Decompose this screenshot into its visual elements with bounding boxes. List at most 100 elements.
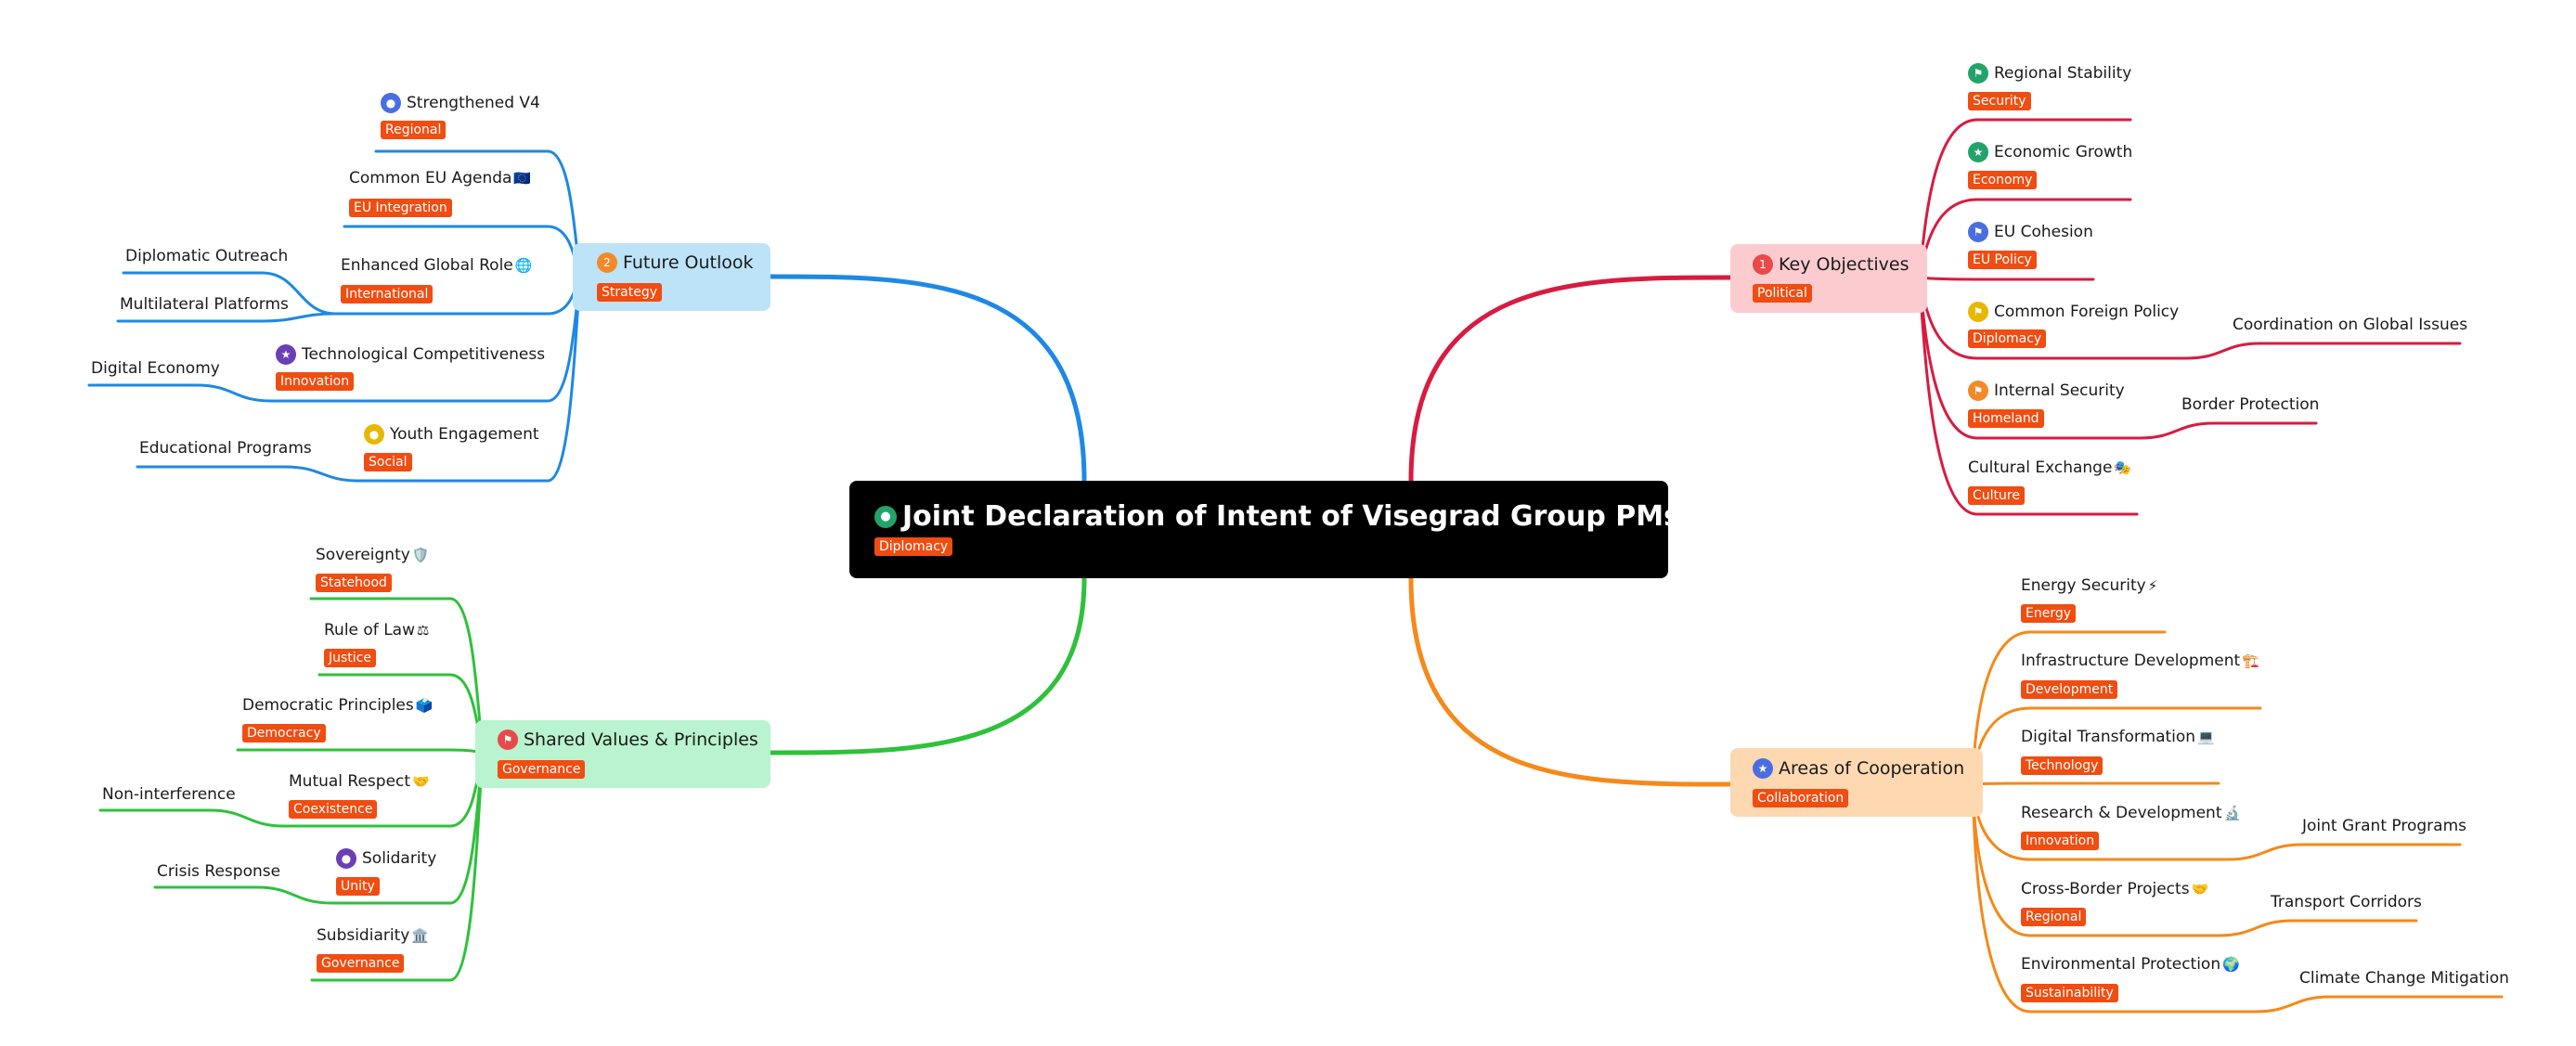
- objectives-child-2[interactable]: ⚑EU Cohesion: [1968, 222, 2093, 242]
- cooperation-child-3-sub-0[interactable]: Joint Grant Programs: [2302, 817, 2466, 835]
- emoji-icon: 🛡️: [411, 547, 430, 563]
- objectives-child-0[interactable]: ⚑Regional Stability: [1968, 63, 2131, 84]
- number-badge-icon: 2: [597, 252, 617, 273]
- objectives-child-5-label: Cultural Exchange: [1968, 458, 2113, 477]
- topic-values-title: Shared Values & Principles: [524, 730, 758, 750]
- cooperation-child-4[interactable]: Cross-Border Projects🤝: [2021, 880, 2208, 898]
- emoji-icon: 🤝: [2191, 881, 2209, 897]
- objectives-main-connector: [1408, 275, 1733, 484]
- flag-icon: ⚑: [1968, 381, 1988, 401]
- future-child-4-sub-0-connector: [136, 465, 361, 483]
- future-child-4[interactable]: ●Youth Engagement: [364, 424, 539, 445]
- topic-objectives-title: Key Objectives: [1779, 254, 1909, 275]
- cooperation-child-1[interactable]: Infrastructure Development🏗️: [2021, 652, 2259, 670]
- topic-future-title: Future Outlook: [623, 252, 754, 273]
- values-child-3-tag: Coexistence: [289, 800, 378, 819]
- values-child-1[interactable]: Rule of Law⚖: [324, 621, 429, 639]
- cooperation-child-5-sub-0[interactable]: Climate Change Mitigation: [2299, 969, 2509, 988]
- future-child-4-tag: Social: [364, 453, 412, 471]
- topic-objectives-tag: Political: [1753, 284, 1812, 303]
- future-child-3[interactable]: ★Technological Competitiveness: [276, 344, 545, 365]
- future-child-2-sub-0-connector: [122, 271, 338, 316]
- values-child-2-label: Democratic Principles: [242, 696, 414, 715]
- future-child-1-label: Common EU Agenda: [349, 169, 512, 187]
- values-child-5[interactable]: Subsidiarity🏛️: [317, 926, 429, 945]
- objectives-child-5[interactable]: Cultural Exchange🎭: [1968, 458, 2131, 477]
- values-child-4-sub-0[interactable]: Crisis Response: [157, 862, 281, 881]
- star-icon: ★: [1968, 142, 1988, 162]
- root-topic[interactable]: [849, 481, 1668, 578]
- future-child-2-label: Enhanced Global Role: [341, 256, 513, 275]
- objectives-child-3-sub-0-connector: [2184, 342, 2462, 360]
- values-child-0-label: Sovereignty: [316, 546, 410, 564]
- emoji-icon: 💻: [2197, 729, 2215, 745]
- cooperation-main-connector: [1408, 575, 1733, 787]
- topic-future-label: 2 Future Outlook: [597, 252, 754, 273]
- person-icon: ●: [336, 848, 356, 869]
- values-child-0-tag: Statehood: [316, 574, 392, 592]
- objectives-child-4-tag: Homeland: [1968, 409, 2044, 428]
- future-child-3-label: Technological Competitiveness: [302, 345, 546, 364]
- objectives-child-1-tag: Economy: [1968, 171, 2038, 189]
- topic-values-tag: Governance: [498, 760, 586, 779]
- values-child-0[interactable]: Sovereignty🛡️: [316, 546, 430, 564]
- future-child-1[interactable]: Common EU Agenda🇪🇺: [349, 169, 531, 187]
- person-icon: ●: [381, 93, 401, 113]
- future-child-3-sub-0[interactable]: Digital Economy: [91, 359, 220, 378]
- values-child-3-sub-0[interactable]: Non-interference: [102, 785, 236, 804]
- cooperation-child-4-sub-0[interactable]: Transport Corridors: [2271, 893, 2422, 911]
- future-child-0-tag: Regional: [381, 121, 447, 139]
- cooperation-child-2-label: Digital Transformation: [2021, 728, 2196, 746]
- emoji-icon: 🏛️: [411, 927, 429, 944]
- cooperation-child-5-label: Environmental Protection: [2021, 955, 2221, 974]
- cooperation-child-2-tag: Technology: [2021, 756, 2104, 775]
- root-tag: Diplomacy: [874, 537, 953, 556]
- objectives-child-3-sub-0[interactable]: Coordination on Global Issues: [2233, 316, 2468, 334]
- values-child-4[interactable]: ● Solidarity: [336, 848, 436, 869]
- objectives-child-1[interactable]: ★ Economic Growth: [1968, 142, 2132, 162]
- future-child-0[interactable]: ●Strengthened V4: [381, 93, 540, 113]
- future-child-4-sub-0[interactable]: Educational Programs: [139, 439, 312, 458]
- number-badge-icon: 1: [1753, 254, 1773, 275]
- topic-values-label: ⚑ Shared Values & Principles: [498, 730, 758, 750]
- objectives-child-2-connector: [1916, 276, 2095, 281]
- future-child-2[interactable]: Enhanced Global Role🌐: [341, 256, 532, 275]
- values-child-4-label: Solidarity: [362, 849, 437, 868]
- cooperation-child-0[interactable]: Energy Security⚡: [2021, 576, 2157, 595]
- objectives-child-1-label: Economic Growth: [1994, 143, 2133, 161]
- values-child-5-label: Subsidiarity: [317, 926, 410, 945]
- topic-cooperation-label: ★ Areas of Cooperation: [1753, 758, 1964, 779]
- objectives-child-4[interactable]: ⚑Internal Security: [1968, 381, 2125, 401]
- flag-icon: ⚑: [498, 730, 518, 750]
- objectives-child-3-tag: Diplomacy: [1968, 329, 2047, 348]
- emoji-icon: ⚖: [417, 622, 430, 639]
- future-child-2-sub-0[interactable]: Diplomatic Outreach: [125, 247, 289, 265]
- objectives-child-2-label: EU Cohesion: [1994, 223, 2093, 241]
- values-child-4-tag: Unity: [336, 877, 380, 896]
- future-main-connector: [768, 274, 1087, 484]
- emoji-icon: 🏗️: [2242, 652, 2259, 669]
- cooperation-child-5[interactable]: Environmental Protection🌍: [2021, 955, 2240, 974]
- values-child-2[interactable]: Democratic Principles🗳️: [242, 696, 433, 715]
- topic-cooperation-tag: Collaboration: [1753, 789, 1849, 807]
- cooperation-child-0-tag: Energy: [2021, 604, 2077, 623]
- cooperation-child-3[interactable]: Research & Development🔬: [2021, 804, 2241, 822]
- star-icon: ★: [1753, 758, 1773, 779]
- cooperation-child-5-tag: Sustainability: [2021, 984, 2118, 1002]
- future-child-3-sub-0-connector: [87, 383, 273, 403]
- topic-cooperation-title: Areas of Cooperation: [1779, 758, 1965, 779]
- future-child-2-sub-1[interactable]: Multilateral Platforms: [120, 295, 289, 314]
- cooperation-child-3-tag: Innovation: [2021, 832, 2100, 850]
- future-child-2-sub-1-connector: [116, 312, 338, 323]
- future-child-2-tag: International: [341, 285, 434, 303]
- future-child-4-label: Youth Engagement: [390, 425, 539, 444]
- person-icon: ●: [874, 505, 897, 528]
- root-title: ● Joint Declaration of Intent of Visegra…: [874, 500, 1680, 533]
- objectives-child-3[interactable]: ⚑Common Foreign Policy: [1968, 302, 2179, 322]
- topic-future-tag: Strategy: [597, 283, 662, 302]
- values-child-3[interactable]: Mutual Respect🤝: [289, 772, 430, 791]
- objectives-child-4-sub-0[interactable]: Border Protection: [2181, 395, 2320, 414]
- cooperation-child-2[interactable]: Digital Transformation💻: [2021, 728, 2215, 746]
- future-child-1-tag: EU Integration: [349, 199, 452, 217]
- emoji-icon: 🇪🇺: [513, 170, 532, 187]
